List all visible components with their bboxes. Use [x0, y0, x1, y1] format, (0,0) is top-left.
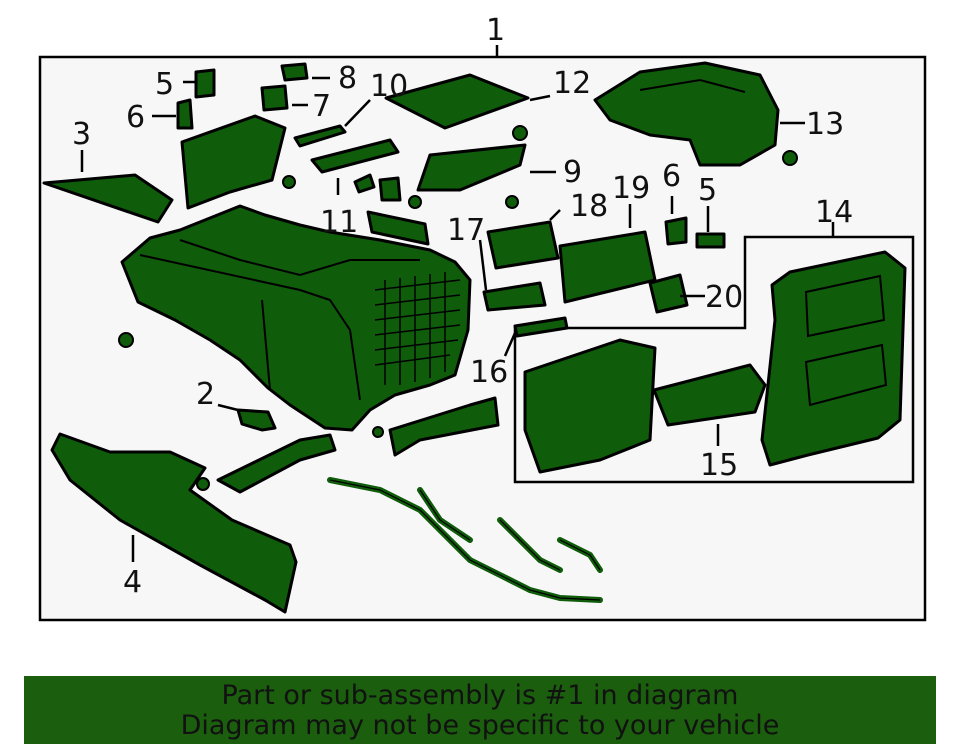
callout-11: 11: [320, 205, 358, 240]
callout-7: 7: [312, 89, 331, 124]
part-9-tray: [416, 143, 527, 192]
callout-5-right: 5: [698, 173, 717, 208]
part-18-control: [486, 220, 560, 270]
part-17-module: [482, 281, 547, 312]
callout-3: 3: [72, 117, 91, 152]
notice-banner: Part or sub-assembly is #1 in diagram Di…: [24, 676, 936, 744]
part-11-plate: [310, 138, 400, 174]
part-3-trim: [42, 173, 174, 224]
callout-10: 10: [370, 69, 408, 104]
lower-bracket-right: [388, 396, 500, 457]
callout-15: 15: [700, 448, 738, 483]
banner-line-2: Diagram may not be specific to your vehi…: [180, 710, 780, 741]
callout-16: 16: [470, 355, 508, 390]
callout-9: 9: [563, 155, 582, 190]
callout-6-right: 6: [662, 159, 681, 194]
screws: [118, 125, 798, 491]
part-7-switch: [260, 84, 289, 112]
part-2-bracket: [236, 408, 277, 432]
part-box-left: [180, 114, 287, 210]
part-4-side-panel: [50, 432, 298, 614]
part-12-panel: [384, 73, 530, 130]
callout-8: 8: [338, 61, 357, 96]
part-5-plug-right: [695, 232, 726, 249]
callout-2: 2: [196, 377, 215, 412]
part-14-cover: [760, 250, 907, 467]
part-8-cap: [280, 62, 309, 82]
leader-arrows: [80, 76, 835, 562]
callout-5-left: 5: [155, 67, 174, 102]
part-19-bezel: [558, 230, 657, 304]
callout-1: 1: [486, 13, 505, 48]
callout-6-left: 6: [126, 100, 145, 135]
callout-13: 13: [806, 107, 844, 142]
callout-17: 17: [447, 213, 485, 248]
callout-20: 20: [705, 280, 743, 315]
part-15-tray: [652, 363, 767, 427]
part-6-clip-right: [664, 216, 688, 246]
inset-bin: [523, 338, 657, 474]
inset-frame: [513, 235, 915, 484]
part-5-plug-left: [194, 68, 216, 99]
callout-18: 18: [570, 189, 608, 224]
part-16-strip: [513, 316, 569, 338]
part-20-outlet: [648, 273, 689, 314]
part-6-clip-left: [176, 98, 194, 130]
callout-19: 19: [612, 171, 650, 206]
part-10-strip: [293, 124, 347, 148]
parts-diagram: 1 2 3 4 5 6 7 8 9 10 11 12 13 14 15 16 1…: [38, 13, 927, 622]
callout-14: 14: [815, 195, 853, 230]
console-grid: [374, 272, 461, 385]
callout-4: 4: [123, 565, 142, 600]
callout-12: 12: [553, 66, 591, 101]
lower-bracket-left: [216, 433, 337, 494]
banner-line-1: Part or sub-assembly is #1 in diagram: [221, 680, 739, 711]
console-body: [120, 204, 472, 432]
